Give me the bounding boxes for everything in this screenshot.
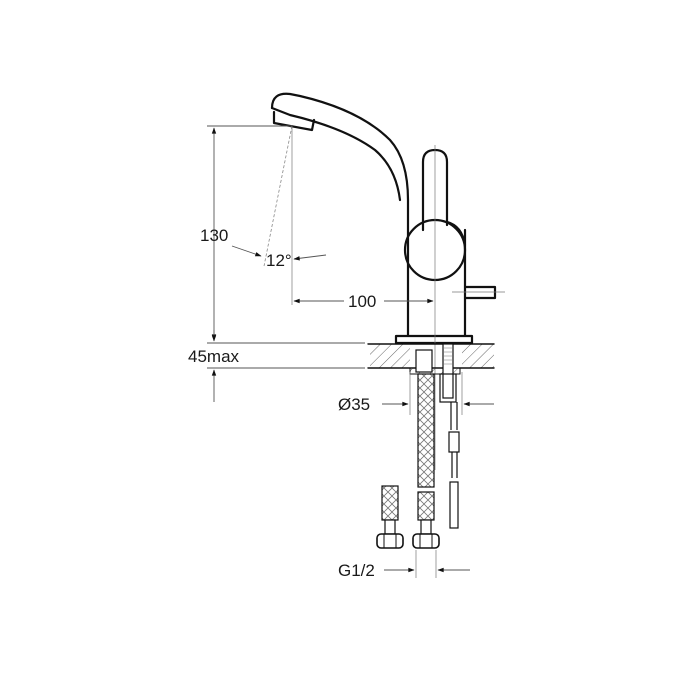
- faucet-body: [270, 92, 505, 470]
- dimension-hole: Ø35: [338, 372, 494, 415]
- dimension-deck: 45max: [188, 330, 365, 402]
- dimension-thread: G1/2: [338, 550, 470, 580]
- dimension-height: 130: [200, 125, 292, 341]
- dimension-hole-label: Ø35: [338, 395, 370, 414]
- deck-section: [367, 343, 495, 403]
- dimension-angle: 12°: [231, 125, 327, 305]
- dimension-reach: 100: [293, 292, 434, 311]
- dimension-angle-label: 12°: [266, 251, 292, 270]
- dimension-deck-label: 45max: [188, 347, 240, 366]
- dimension-reach-label: 100: [348, 292, 376, 311]
- dimension-thread-label: G1/2: [338, 561, 375, 580]
- supply-hoses: [376, 373, 460, 549]
- dimension-height-label: 130: [200, 226, 228, 245]
